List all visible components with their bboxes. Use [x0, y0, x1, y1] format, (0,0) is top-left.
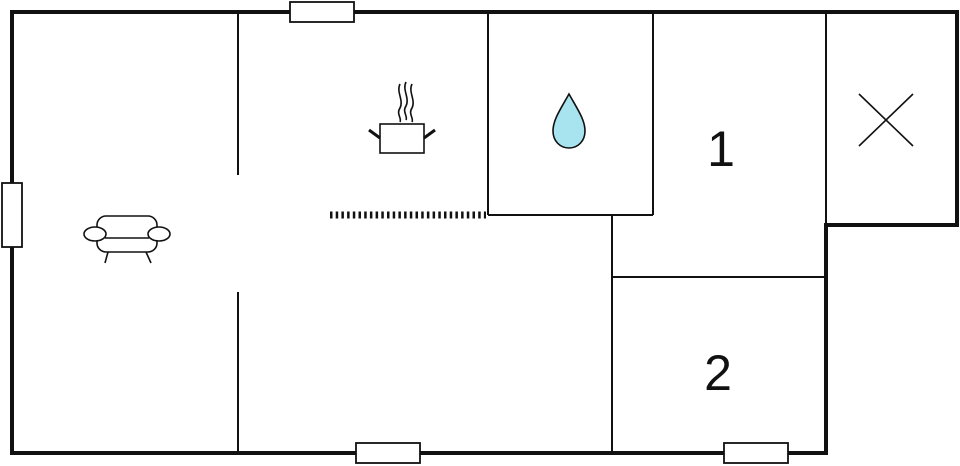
sofa-icon [83, 215, 171, 264]
window-left [1, 182, 23, 248]
room-label-1: 1 [707, 121, 735, 177]
interior-walls [237, 12, 827, 453]
room-label-2: 2 [704, 345, 732, 401]
window-bottom-right [723, 442, 789, 464]
window-top [289, 1, 355, 23]
water-drop-icon [552, 92, 586, 149]
cooking-pot-icon [368, 81, 436, 154]
cross-icon [858, 93, 914, 147]
window-bottom-left [355, 442, 421, 464]
